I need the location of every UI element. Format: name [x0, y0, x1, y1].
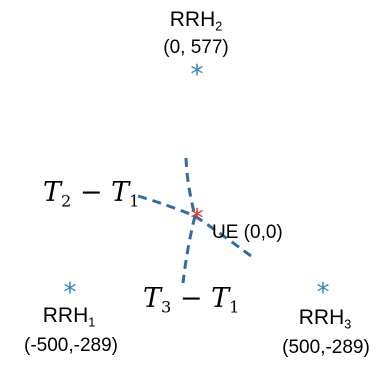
rrh3-coords: (500,-289) [282, 337, 370, 358]
rrh3-marker-icon: * [316, 278, 330, 308]
rrh2-coords: (0, 577) [163, 37, 229, 58]
rrh2-marker-icon: * [190, 60, 204, 90]
hyperbola-branch-t2-t1-left [137, 194, 196, 218]
ue-label: UE (0,0) [212, 222, 283, 243]
rrh1-coords: (-500,-289) [24, 335, 118, 356]
hyperbola-branch-t2-t1-upper [184, 157, 197, 217]
rrh3-label: RRH3 [298, 306, 352, 332]
hyperbola-branch-t3-t1-right [194, 214, 252, 258]
ue-marker-icon: * [190, 204, 204, 234]
rrh1-marker-icon: * [63, 278, 77, 308]
hyperbola-branch-t3-t1-lower [181, 215, 197, 284]
tdoa-t2-t1-label: T2 − T1 [43, 177, 140, 211]
tdoa-t3-t1-label: T3 − T1 [143, 283, 240, 317]
rrh2-label: RRH2 [169, 8, 223, 34]
rrh1-label: RRH1 [42, 304, 96, 330]
